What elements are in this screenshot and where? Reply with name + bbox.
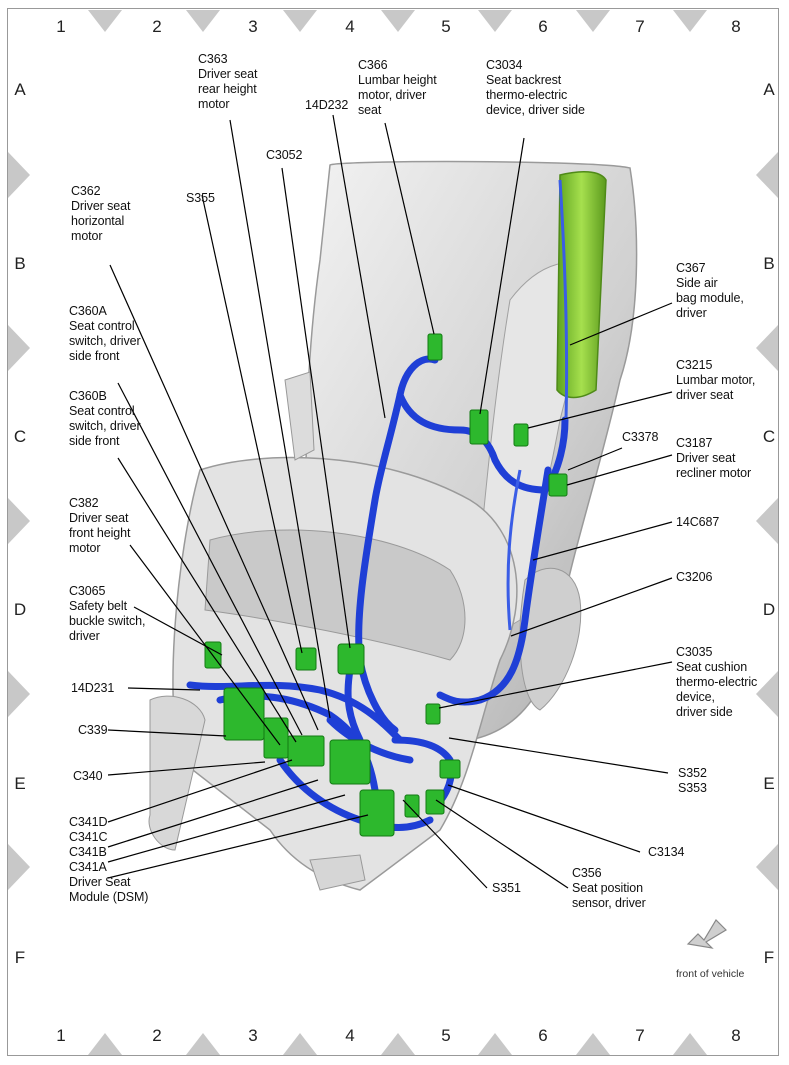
grid-col-2-bottom: 2 <box>152 1026 162 1045</box>
grid-col-3-bottom: 3 <box>248 1026 258 1045</box>
grid-row-b-left: B <box>14 254 26 273</box>
callout-c3065: C3065 Safety belt buckle switch, driver <box>69 584 146 643</box>
callout-c382: C382 Driver seat front height motor <box>69 496 131 555</box>
grid-col-5-top: 5 <box>441 17 451 36</box>
callout-c339: C339 <box>78 723 108 737</box>
grid-col-5-bottom: 5 <box>441 1026 451 1045</box>
callout-c366: C366 Lumbar height motor, driver seat <box>358 58 437 117</box>
grid-col-2-top: 2 <box>152 17 162 36</box>
callout-c360a: C360A Seat control switch, driver side f… <box>69 304 141 363</box>
grid-row-e-left: E <box>14 774 26 793</box>
side-airbag-module <box>556 170 607 399</box>
callout-c3187: C3187 Driver seat recliner motor <box>676 436 752 480</box>
grid-col-8-bottom: 8 <box>731 1026 741 1045</box>
callout-c3035: C3035 Seat cushion thermo-electric devic… <box>676 645 758 719</box>
callout-14d231: 14D231 <box>71 681 115 695</box>
grid-col-7-top: 7 <box>635 17 645 36</box>
callout-c362: C362 Driver seat horizontal motor <box>71 184 131 243</box>
grid-row-d-left: D <box>13 600 27 619</box>
grid-col-3-top: 3 <box>248 17 258 36</box>
callout-c3206: C3206 <box>676 570 713 584</box>
seat-illustration <box>148 160 638 891</box>
callout-c340: C340 <box>73 769 103 783</box>
callout-c3034: C3034 Seat backrest thermo-electric devi… <box>486 58 585 117</box>
callout-c363: C363 Driver seat rear height motor <box>198 52 258 111</box>
callout-s352-s353: S352 S353 <box>678 766 707 795</box>
grid-row-c-right: C <box>762 427 776 446</box>
grid-row-b-right: B <box>763 254 775 273</box>
callout-c341-dsm: C341D C341C C341B C341A Driver Seat Modu… <box>69 815 149 904</box>
callout-14d232: 14D232 <box>305 98 349 112</box>
grid-row-a-left: A <box>14 80 26 99</box>
grid-row-f-right: F <box>763 948 775 967</box>
callout-c3134: C3134 <box>648 845 685 859</box>
callout-c3052: C3052 <box>266 148 303 162</box>
callout-c356: C356 Seat position sensor, driver <box>572 866 646 910</box>
grid-col-4-top: 4 <box>345 17 355 36</box>
grid-col-1-bottom: 1 <box>56 1026 66 1045</box>
grid-row-d-right: D <box>762 600 776 619</box>
grid-col-6-bottom: 6 <box>538 1026 548 1045</box>
callout-s351: S351 <box>492 881 521 895</box>
callout-c367: C367 Side air bag module, driver <box>676 261 744 320</box>
harness-branches <box>506 179 569 631</box>
callout-c360b: C360B Seat control switch, driver side f… <box>69 389 141 448</box>
callout-14c687: 14C687 <box>676 515 720 529</box>
grid-row-e-right: E <box>763 774 775 793</box>
border-triangles <box>8 10 778 1055</box>
callout-c3215: C3215 Lumbar motor, driver seat <box>676 358 756 402</box>
callout-c3378: C3378 <box>622 430 659 444</box>
grid-col-7-bottom: 7 <box>635 1026 645 1045</box>
callout-s355: S355 <box>186 191 215 205</box>
front-of-vehicle-label: front of vehicle <box>676 968 745 980</box>
grid-row-c-left: C <box>13 427 27 446</box>
grid-row-a-right: A <box>763 80 775 99</box>
front-of-vehicle-arrow-icon <box>686 919 727 949</box>
grid-col-6-top: 6 <box>538 17 548 36</box>
grid-col-4-bottom: 4 <box>345 1026 355 1045</box>
grid-row-f-left: F <box>14 948 26 967</box>
leader-lines <box>107 114 673 889</box>
grid-col-8-top: 8 <box>731 17 741 36</box>
grid-col-1-top: 1 <box>56 17 66 36</box>
